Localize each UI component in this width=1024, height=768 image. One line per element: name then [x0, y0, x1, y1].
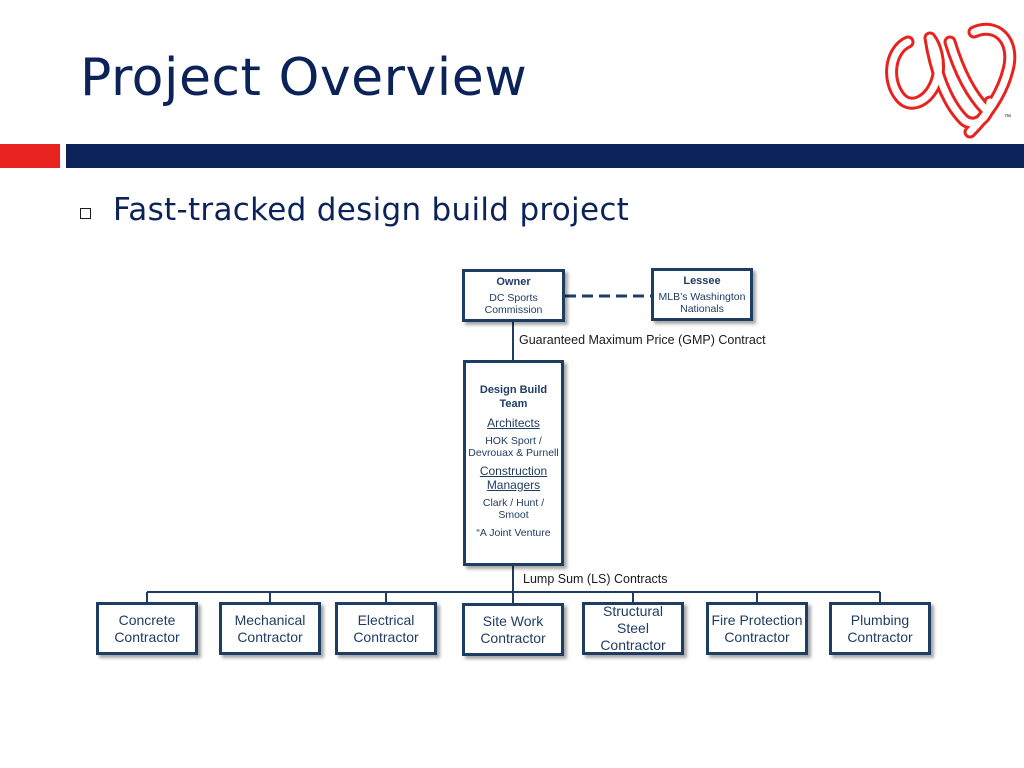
- lessee-title: Lessee: [683, 275, 721, 287]
- owner-line: DC Sports: [489, 292, 538, 304]
- owner-title: Owner: [496, 276, 531, 288]
- contractor-label: Contractor: [847, 628, 913, 645]
- contractor-label: Contractor: [724, 628, 790, 645]
- contractor-label: Electrical: [357, 611, 415, 628]
- architects-line: HOK Sport /: [485, 435, 542, 447]
- accent-bar-navy: [66, 144, 1024, 168]
- construction-managers-line: Clark / Hunt /: [482, 497, 545, 509]
- joint-venture-note: “A Joint Venture: [476, 527, 551, 539]
- trademark-symbol: ™: [1004, 114, 1011, 121]
- design-build-team-box: Design Build Team Architects HOK Sport /…: [463, 360, 564, 566]
- square-bullet-icon: [80, 207, 91, 219]
- owner-line: Commission: [484, 304, 543, 316]
- contractor-label: Contractor: [353, 628, 419, 645]
- contractor-label: Contractor: [480, 629, 546, 646]
- lessee-line: Nationals: [680, 303, 724, 315]
- construction-managers-heading: Construction: [479, 464, 548, 478]
- slide-title: Project Overview: [80, 48, 528, 108]
- contractor-label: Site Work: [482, 612, 544, 629]
- lessee-box: Lessee MLB’s Washington Nationals: [651, 268, 753, 321]
- contractor-label: Contractor: [114, 628, 180, 645]
- contractor-label: Mechanical: [234, 611, 306, 628]
- architects-line: Devrouax & Purnell: [468, 447, 559, 459]
- bullet-item: Fast-tracked design build project: [80, 192, 629, 228]
- contractor-label: Contractor: [237, 628, 303, 645]
- design-build-title: Team: [499, 398, 528, 410]
- contractor-label: Structural Steel: [603, 603, 663, 636]
- contractor-label: Plumbing: [850, 611, 910, 628]
- accent-bar-red: [0, 144, 60, 168]
- contractor-label: Concrete: [118, 611, 176, 628]
- contractor-label: Contractor: [600, 637, 666, 653]
- construction-managers-line: Smoot: [498, 509, 529, 521]
- contractor-label: Fire Protection: [711, 611, 803, 628]
- construction-managers-heading: Managers: [486, 478, 541, 492]
- ls-contracts-label: Lump Sum (LS) Contracts: [523, 572, 668, 586]
- bullet-text: Fast-tracked design build project: [113, 192, 630, 228]
- architects-heading: Architects: [487, 416, 540, 430]
- design-build-title: Design Build: [479, 384, 548, 396]
- washington-nationals-w-logo: ™: [885, 22, 1017, 139]
- lessee-line: MLB’s Washington: [658, 291, 746, 303]
- gmp-contract-label: Guaranteed Maximum Price (GMP) Contract: [519, 333, 766, 347]
- owner-box: Owner DC Sports Commission: [462, 269, 565, 322]
